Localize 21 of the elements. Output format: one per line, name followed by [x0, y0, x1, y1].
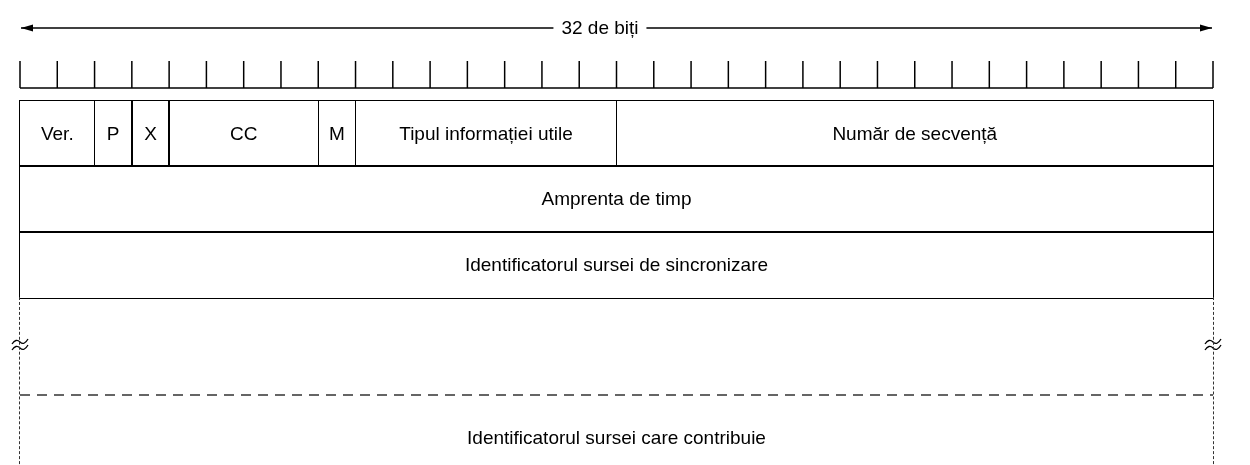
header-field-box: [93, 100, 133, 167]
field-label: X: [144, 121, 157, 146]
field-label: M: [328, 121, 345, 146]
dashed-field-box: [19, 297, 1214, 465]
field-label: P: [106, 121, 120, 146]
header-field-box: [317, 100, 357, 167]
field-label: Tipul informației utile: [399, 121, 573, 146]
field-label: Număr de secvență: [832, 121, 998, 146]
header-field-box: [19, 100, 96, 167]
header-field-box: [354, 100, 618, 167]
field-label: Amprenta de timp: [541, 187, 692, 211]
header-field-box: [19, 231, 1214, 299]
header-field-box: [19, 165, 1214, 233]
field-label: CC: [229, 121, 258, 146]
header-field-box: [131, 100, 170, 167]
field-label: Ver.: [40, 121, 74, 146]
dimension-label: 32 de biți: [553, 18, 647, 37]
field-label: Identificatorul sursei de sincronizare: [464, 253, 769, 277]
header-field-box: [168, 100, 319, 167]
field-label: Identificatorul sursei care contribuie: [467, 426, 766, 450]
header-field-box: [615, 100, 1214, 167]
